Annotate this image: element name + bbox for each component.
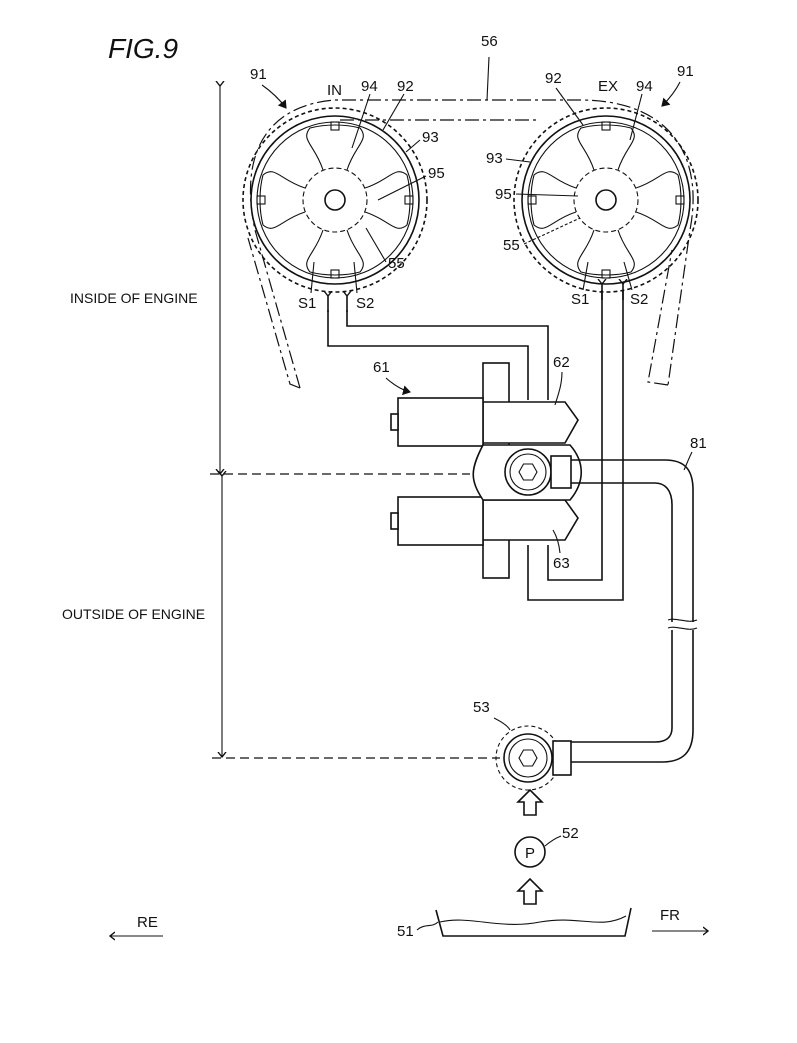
lower-solenoid-connector: [390, 512, 399, 530]
exhaust-housing-inner: [527, 121, 685, 279]
lower-solenoid: [397, 496, 484, 546]
leader-62: [554, 371, 563, 406]
label-s2-exhaust: S2: [630, 291, 648, 308]
filter-dashed-outline: [495, 725, 561, 791]
chain-leader: [486, 56, 490, 101]
leader-95-exhaust: [515, 193, 579, 197]
passage-exhaust-s2: [527, 290, 624, 601]
hex-bolt-head-icon: [518, 463, 538, 481]
label-94-intake: 94: [361, 78, 378, 95]
union-fitting: [550, 455, 572, 489]
leader-91-exhaust: [661, 81, 681, 107]
leader-95-intake: [377, 175, 427, 201]
oil-pan-51: [435, 907, 632, 937]
exhaust-camshaft-outline: [573, 167, 639, 233]
label-95-exhaust: 95: [495, 186, 512, 203]
filter-bolt-inner: [508, 738, 548, 778]
oil-control-valve-unit: [390, 362, 582, 579]
upper-solenoid-connector: [390, 413, 399, 431]
leader-93-exhaust: [505, 158, 531, 163]
oil-pipe-81: [571, 459, 698, 763]
label-95-intake: 95: [428, 165, 445, 182]
label-55-exhaust: 55: [503, 237, 520, 254]
flow-arrow-up-icon: [516, 788, 544, 816]
intake-camshaft-outline: [302, 167, 368, 233]
exhaust-camshaft-center: [595, 189, 617, 211]
leader-94-intake: [351, 93, 371, 149]
intake-sprocket-teeth: [242, 107, 428, 293]
label-exhaust-side: EX: [598, 78, 618, 95]
label-92-exhaust: 92: [545, 70, 562, 87]
zone-label-outside: OUTSIDE OF ENGINE: [62, 606, 205, 622]
leader-92-exhaust: [555, 87, 584, 126]
leader-s1-intake: [310, 261, 315, 294]
label-intake-side: IN: [327, 82, 342, 99]
label-81-pipe: 81: [690, 435, 707, 452]
upper-solenoid: [397, 397, 484, 447]
label-94-exhaust: 94: [636, 78, 653, 95]
leader-94-exhaust: [629, 93, 643, 141]
leader-s2-intake: [353, 261, 358, 294]
label-53-filter: 53: [473, 699, 490, 716]
union-bolt-outer: [504, 448, 552, 496]
flow-arrow-up-icon-2: [516, 877, 544, 905]
direction-front-label: FR: [660, 907, 680, 924]
intake-camshaft-center: [324, 189, 346, 211]
label-93-intake: 93: [422, 129, 439, 146]
timing-chain: [247, 56, 694, 389]
label-61-valve-unit: 61: [373, 359, 390, 376]
leader-s1-exhaust: [582, 261, 589, 291]
label-91-intake: 91: [250, 66, 267, 83]
leader-63: [552, 529, 561, 554]
leader-51: [416, 921, 439, 931]
label-s1-exhaust: S1: [571, 291, 589, 308]
passage-intake-s1: [327, 310, 529, 400]
leader-s2-exhaust: [623, 261, 633, 291]
zone-dimension: [210, 86, 500, 759]
label-51-pan: 51: [397, 923, 414, 940]
lower-valve-63: [482, 499, 579, 541]
exhaust-housing: [521, 115, 691, 285]
exhaust-sprocket-teeth: [513, 107, 699, 293]
figure-title: FIG.9: [108, 33, 178, 64]
union-bolt-inner: [509, 453, 547, 491]
leader-55-exhaust: [523, 217, 581, 245]
label-91-exhaust: 91: [677, 63, 694, 80]
label-93-exhaust: 93: [486, 150, 503, 167]
leader-91-intake: [261, 84, 287, 109]
leader-52: [544, 835, 562, 847]
label-55-intake: 55: [388, 255, 405, 272]
passage-exhaust-s1: [547, 290, 603, 581]
intake-housing: [250, 115, 420, 285]
label-92-intake: 92: [397, 78, 414, 95]
oil-passages: [327, 284, 624, 601]
leader-93-intake: [405, 139, 421, 153]
exhaust-cam-sprocket: [513, 107, 699, 293]
passage-intake-s2: [346, 310, 549, 400]
label-52-pump: 52: [562, 825, 579, 842]
oil-filter-53: [495, 725, 572, 791]
label-s2-intake: S2: [356, 295, 374, 312]
pump-symbol: P: [525, 845, 535, 862]
zone-label-inside: INSIDE OF ENGINE: [70, 290, 198, 306]
label-62-upper-valve: 62: [553, 354, 570, 371]
intake-cam-sprocket: [242, 107, 428, 293]
leader-55-intake: [365, 227, 387, 263]
pump-52: [514, 836, 546, 868]
direction-rear-label: RE: [137, 914, 158, 931]
exhaust-rotor-vanes: [527, 121, 685, 279]
intake-rotor-vanes: [256, 121, 414, 279]
leader-61: [385, 377, 411, 396]
label-56-chain: 56: [481, 33, 498, 50]
label-63-lower-valve: 63: [553, 555, 570, 572]
filter-bolt-outer: [503, 733, 553, 783]
filter-fitting: [552, 740, 572, 776]
leader-81: [683, 451, 693, 471]
filter-hex-bolt-icon: [518, 749, 538, 767]
upper-valve-62: [482, 401, 579, 444]
leader-92-intake: [382, 93, 405, 131]
label-s1-intake: S1: [298, 295, 316, 312]
leader-53: [493, 717, 511, 731]
